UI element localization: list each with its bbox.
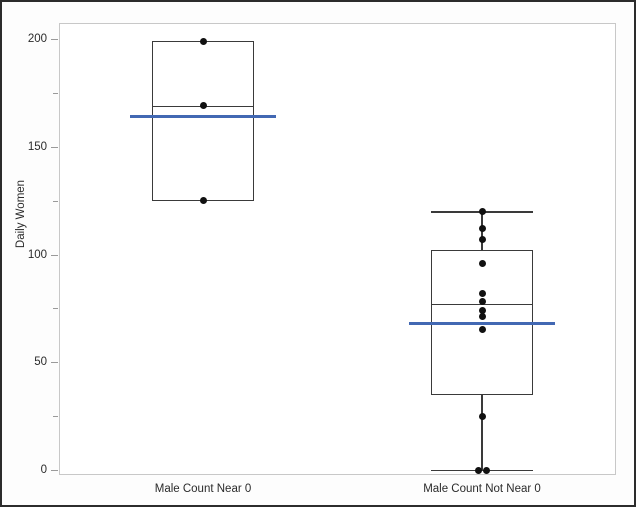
data-point	[199, 197, 207, 205]
plot-area	[59, 23, 616, 475]
data-point	[478, 307, 486, 315]
y-tick-mark	[51, 362, 58, 364]
y-tick-label: 100	[27, 248, 47, 261]
data-point	[478, 412, 486, 420]
y-tick-mark-minor	[53, 92, 58, 94]
whisker-lower	[481, 394, 483, 470]
data-point	[199, 102, 207, 110]
y-tick-mark-minor	[53, 416, 58, 418]
data-point	[478, 225, 486, 233]
mean-line	[130, 115, 276, 119]
y-tick-label: 150	[27, 140, 47, 153]
y-tick-mark	[51, 39, 58, 40]
y-tick-mark-minor	[53, 200, 58, 202]
y-tick-mark	[51, 146, 58, 148]
data-point	[474, 466, 482, 474]
y-tick-mark	[51, 470, 58, 471]
data-point	[199, 37, 207, 45]
x-tick-label: Male Count Near 0	[154, 483, 252, 495]
y-tick-label: 200	[27, 33, 47, 45]
y-tick-label: 50	[34, 356, 47, 369]
data-point	[478, 207, 486, 215]
data-point	[478, 326, 486, 334]
y-tick-label: 0	[40, 464, 47, 476]
data-point	[482, 466, 490, 474]
data-point	[478, 259, 486, 267]
data-point	[478, 313, 486, 321]
y-tick-mark-minor	[53, 308, 58, 310]
x-tick-label: Male Count Not Near 0	[423, 483, 541, 495]
whisker-cap-lower	[431, 470, 533, 472]
data-point	[478, 289, 486, 297]
data-point	[478, 298, 486, 306]
y-tick-mark	[51, 254, 58, 256]
data-point	[478, 235, 486, 243]
mean-line	[409, 321, 555, 325]
